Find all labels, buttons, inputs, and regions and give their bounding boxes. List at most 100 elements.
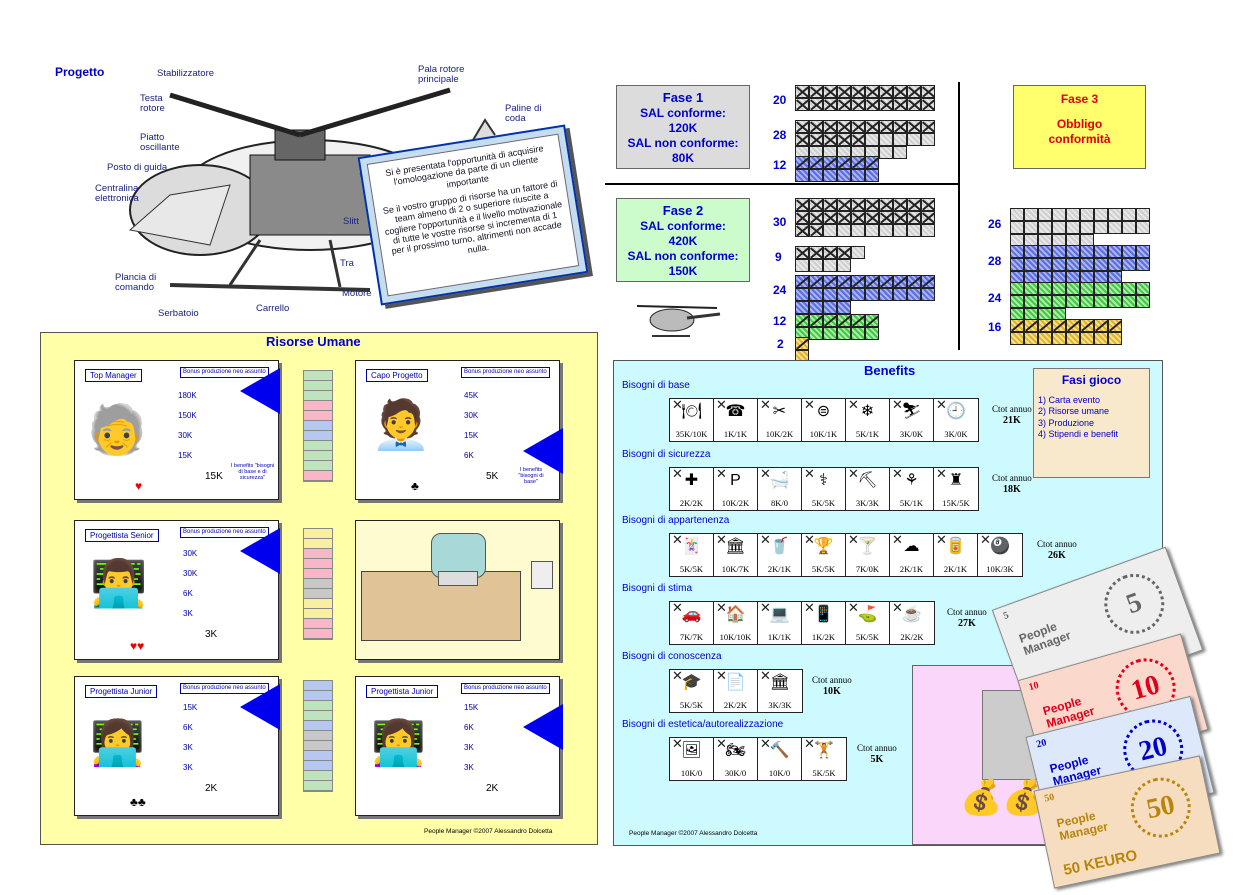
production-cell[interactable] <box>879 224 893 237</box>
production-cell[interactable] <box>851 120 865 133</box>
production-cell[interactable] <box>1038 319 1052 332</box>
production-cell[interactable] <box>1108 258 1122 271</box>
production-cell[interactable] <box>795 85 809 98</box>
production-cell[interactable] <box>851 246 865 259</box>
production-cell[interactable] <box>1024 282 1038 295</box>
production-cell[interactable] <box>1052 208 1066 221</box>
production-cell[interactable] <box>823 156 837 169</box>
production-cell[interactable] <box>921 133 935 146</box>
production-cell[interactable] <box>823 314 837 327</box>
production-cell[interactable] <box>907 211 921 224</box>
benefit-item[interactable]: ✕🥫2K/1K <box>934 532 978 576</box>
production-cell[interactable] <box>809 169 823 182</box>
production-cell[interactable] <box>907 120 921 133</box>
production-cell[interactable] <box>865 314 879 327</box>
production-cell[interactable] <box>893 85 907 98</box>
production-cell[interactable] <box>823 246 837 259</box>
production-cell[interactable] <box>1080 332 1094 345</box>
production-cell[interactable] <box>1052 319 1066 332</box>
production-cell[interactable] <box>1052 282 1066 295</box>
production-cell[interactable] <box>879 146 893 159</box>
production-cell[interactable] <box>879 98 893 111</box>
production-cell[interactable] <box>1024 332 1038 345</box>
benefit-item[interactable]: ✕🎓5K/5K <box>670 668 714 712</box>
production-cell[interactable] <box>865 133 879 146</box>
production-cell[interactable] <box>1052 258 1066 271</box>
production-cell[interactable] <box>1108 319 1122 332</box>
production-cell[interactable] <box>865 120 879 133</box>
production-cell[interactable] <box>851 288 865 301</box>
production-cell[interactable] <box>823 288 837 301</box>
office-scene-card[interactable] <box>355 520 560 660</box>
production-cell[interactable] <box>1080 282 1094 295</box>
benefit-item[interactable]: ✕☁2K/1K <box>890 532 934 576</box>
production-cell[interactable] <box>1108 245 1122 258</box>
production-cell[interactable] <box>1038 295 1052 308</box>
benefit-item[interactable]: ✕🏆5K/5K <box>802 532 846 576</box>
production-cell[interactable] <box>837 169 851 182</box>
production-cell[interactable] <box>851 169 865 182</box>
production-cell[interactable] <box>795 301 809 314</box>
production-cell[interactable] <box>795 314 809 327</box>
production-cell[interactable] <box>1122 295 1136 308</box>
production-cell[interactable] <box>879 275 893 288</box>
benefit-item[interactable]: ✕🛁8K/0 <box>758 466 802 510</box>
production-cell[interactable] <box>837 198 851 211</box>
production-cell[interactable] <box>907 198 921 211</box>
production-cell[interactable] <box>1052 245 1066 258</box>
production-cell[interactable] <box>1080 245 1094 258</box>
production-cell[interactable] <box>1066 258 1080 271</box>
production-cell[interactable] <box>865 275 879 288</box>
production-cell[interactable] <box>1108 282 1122 295</box>
production-cell[interactable] <box>1080 221 1094 234</box>
benefit-item[interactable]: ✕📱1K/2K <box>802 600 846 644</box>
production-cell[interactable] <box>865 169 879 182</box>
production-cell[interactable] <box>851 314 865 327</box>
production-cell[interactable] <box>921 275 935 288</box>
production-cell[interactable] <box>809 246 823 259</box>
benefit-item[interactable]: ✕♜15K/5K <box>934 466 978 510</box>
production-cell[interactable] <box>823 224 837 237</box>
benefit-item[interactable]: ✕🕘3K/0K <box>934 397 978 441</box>
production-cell[interactable] <box>851 327 865 340</box>
production-cell[interactable] <box>795 169 809 182</box>
production-cell[interactable] <box>837 301 851 314</box>
production-cell[interactable] <box>851 211 865 224</box>
benefit-item[interactable]: ✕⛏3K/3K <box>846 466 890 510</box>
production-cell[interactable] <box>1038 282 1052 295</box>
production-cell[interactable] <box>921 98 935 111</box>
production-cell[interactable] <box>809 133 823 146</box>
production-cell[interactable] <box>837 211 851 224</box>
production-cell[interactable] <box>837 98 851 111</box>
production-cell[interactable] <box>893 133 907 146</box>
production-cell[interactable] <box>851 85 865 98</box>
production-cell[interactable] <box>795 259 809 272</box>
production-cell[interactable] <box>1136 208 1150 221</box>
production-cell[interactable] <box>1122 258 1136 271</box>
production-cell[interactable] <box>1122 245 1136 258</box>
production-cell[interactable] <box>907 288 921 301</box>
production-cell[interactable] <box>1080 295 1094 308</box>
production-cell[interactable] <box>1010 258 1024 271</box>
production-cell[interactable] <box>795 98 809 111</box>
production-cell[interactable] <box>865 85 879 98</box>
production-cell[interactable] <box>1094 332 1108 345</box>
production-cell[interactable] <box>809 211 823 224</box>
production-cell[interactable] <box>879 133 893 146</box>
production-cell[interactable] <box>1108 332 1122 345</box>
production-cell[interactable] <box>1066 221 1080 234</box>
production-cell[interactable] <box>879 288 893 301</box>
production-cell[interactable] <box>865 288 879 301</box>
production-cell[interactable] <box>795 275 809 288</box>
production-cell[interactable] <box>851 133 865 146</box>
production-cell[interactable] <box>1024 295 1038 308</box>
production-cell[interactable] <box>1066 319 1080 332</box>
production-cell[interactable] <box>893 120 907 133</box>
production-cell[interactable] <box>893 98 907 111</box>
benefit-item[interactable]: ✕⛷3K/0K <box>890 397 934 441</box>
production-cell[interactable] <box>823 169 837 182</box>
benefit-item[interactable]: ✕🥤2K/1K <box>758 532 802 576</box>
production-cell[interactable] <box>1094 295 1108 308</box>
production-cell[interactable] <box>1122 221 1136 234</box>
